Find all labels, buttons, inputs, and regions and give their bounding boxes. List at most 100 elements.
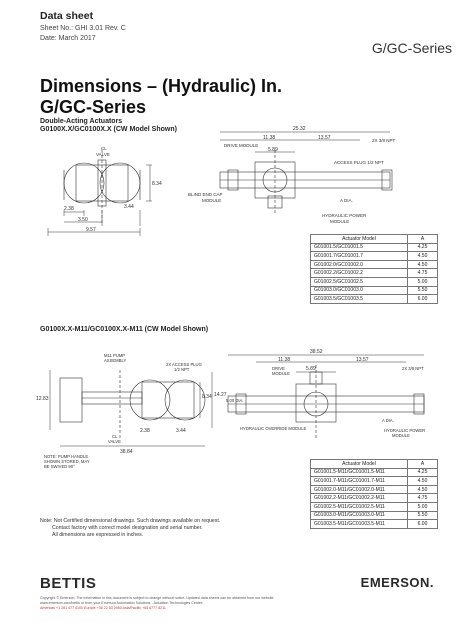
dim-38-84: 38.84 — [120, 449, 133, 455]
section1-subtitle: Double-Acting Actuators — [40, 118, 123, 125]
dimension-lines-3 — [49, 370, 213, 447]
cell-model: G01002.0-M11/GC01002.0-M11 — [310, 484, 408, 495]
doc-type: Data sheet — [40, 10, 94, 22]
dim-5-89-2: 5.89 — [306, 366, 316, 372]
cell-a: 4.25 — [407, 242, 438, 253]
note-line-2: Contact factory with correct model desig… — [52, 525, 203, 531]
dim-8-34: 8.34 — [152, 181, 162, 187]
dim-5-89: 5.89 — [268, 147, 278, 153]
hydraulic-power-label: HYDRAULIC POWER — [322, 213, 367, 218]
section1-model: G0100X.X/GC0100X.X (CW Model Shown) — [40, 126, 177, 133]
cell-model: G01001.7/GC01001.7 — [310, 251, 408, 261]
dimension-lines-4 — [228, 354, 424, 373]
note-pump-label2: SHOWN STORED, MAY — [44, 459, 90, 464]
m11-side-view — [59, 370, 206, 440]
cell-a: 6.00 — [407, 294, 438, 304]
page-title-line2: G/GC-Series — [40, 97, 147, 117]
drive-module-label-2b: MODULE — [272, 371, 290, 376]
table2-header-model: Actuator Model — [310, 459, 408, 469]
m11-pump-label: M11 PUMP — [104, 353, 125, 358]
section2-model: G0100X.X-M11/GC0100X.X-M11 (CW Model Sho… — [40, 326, 209, 333]
drive-module-label-2: DRIVE — [272, 366, 285, 371]
cell-a: 5.00 — [407, 501, 438, 512]
npt-label-2: 2X 3/8 NPT — [402, 366, 424, 371]
blind-end-cap-label: BLIND END CAP — [188, 192, 223, 197]
page-title: Dimensions – (Hydraulic) In. G/GC-Series — [40, 76, 282, 118]
cell-model: G01002.5-M11/GC01002.5-M11 — [310, 501, 408, 512]
sheet-number: Sheet No.: GHI 3.01 Rev. C — [40, 25, 126, 32]
dim-25-32: 25.32 — [293, 126, 306, 132]
cl-valve-label-2b: VALVE — [108, 439, 121, 444]
cell-a: 4.50 — [407, 476, 438, 486]
hydraulic-power-label2: MODULE — [330, 219, 349, 224]
actuator-front-view — [219, 150, 393, 215]
footer-line-1: Copyright © Emerson. The information in … — [40, 596, 274, 600]
cell-a: 6.00 — [407, 519, 438, 529]
dim-38-52: 38.52 — [310, 349, 323, 355]
cell-model: G01002.0/GC01002.0 — [310, 259, 408, 270]
note-pump-label3: BE SWIVED 90° — [44, 464, 75, 469]
note-line-3: All dimensions are expressed in inches. — [52, 532, 144, 538]
note-pump-label: NOTE: PUMP HANDLE — [44, 454, 88, 459]
cell-model: G01002.5/GC01002.5 — [310, 276, 408, 287]
dimension-lines-1 — [47, 164, 152, 236]
dim-3-44: 3.44 — [124, 204, 134, 210]
dim-14-27: 14.27 — [214, 392, 227, 398]
dim-13-57-2: 13.57 — [356, 357, 369, 363]
dim-11-38-2: 11.38 — [278, 357, 290, 363]
emerson-logo: EMERSON. — [360, 575, 434, 590]
a-dia-label-2: A DIA. — [382, 418, 394, 423]
cell-model: G01003.5/GC01003.5 — [310, 294, 408, 304]
hydraulic-power-label-2b: MODULE — [392, 433, 410, 438]
cell-model: G01003.0/GC01003.0 — [310, 285, 408, 296]
hydraulic-power-label-2: HYDRAULIC POWER — [384, 428, 425, 433]
table1-header-a: A — [407, 234, 438, 244]
cell-model: G01001.5/GC01001.5 — [310, 242, 408, 253]
cell-model: G01001.5-M11/GC01001.5-M11 — [310, 467, 408, 478]
sheet-date: Date: March 2017 — [40, 35, 96, 42]
cell-a: 5.00 — [407, 276, 438, 287]
npt-label: 2X 3/8 NPT — [372, 138, 396, 143]
note-line-1: Note: Not Certified dimensional drawings… — [40, 518, 221, 524]
cell-a: 4.50 — [407, 259, 438, 270]
cell-a: 4.75 — [407, 493, 438, 503]
footer-line-3: Americas +1 281 477 4100 Europe +36 22 5… — [40, 606, 166, 610]
cl-valve-label2: VALVE — [96, 152, 110, 157]
cell-model: G01003.5-M11/GC01003.5-M11 — [310, 519, 408, 529]
m11-front-view — [227, 365, 425, 440]
access-plug-label: ACCESS PLUG 1/2 NPT — [334, 160, 384, 165]
dim-8-34-2: 8.34 — [202, 394, 212, 400]
dim-3-44-2: 3.44 — [176, 428, 186, 434]
hyd-override-label: HYDRAULIC OVERRIDE MODULE — [240, 426, 307, 431]
actuator-table-2: Actuator Model A G01001.5-M11/GC01001.5-… — [310, 459, 438, 529]
dim-13-57: 13.57 — [318, 135, 331, 141]
cell-model: G01002.2-M11/GC01002.2-M11 — [310, 493, 408, 503]
drive-module-label: DRIVE MODULE — [224, 143, 258, 148]
cl-valve-label: CL — [101, 146, 107, 151]
dim-2-38-2: 2.38 — [140, 428, 150, 434]
page-title-line1: Dimensions – (Hydraulic) In. — [40, 76, 283, 96]
table2-header-a: A — [407, 459, 438, 469]
blind-end-cap-label2: MODULE — [202, 198, 221, 203]
a-dia-label: A DIA. — [340, 198, 353, 203]
dim-5-00-dia: 5.00 DIA. — [226, 398, 243, 403]
dim-2-38: 2.38 — [64, 206, 74, 212]
dim-11-38: 11.38 — [263, 135, 275, 141]
access-plug-label-2: 2X ACCESS PLUG — [166, 362, 202, 367]
cell-a: 4.25 — [407, 467, 438, 478]
cell-model: G01003.0-M11/GC01003.0-M11 — [310, 510, 408, 521]
dim-9-57: 9.57 — [86, 227, 96, 233]
dim-3-50: 3.50 — [78, 217, 88, 223]
table1-header-model: Actuator Model — [310, 234, 408, 244]
access-plug-label-2b: 1/2 NPT — [174, 367, 190, 372]
